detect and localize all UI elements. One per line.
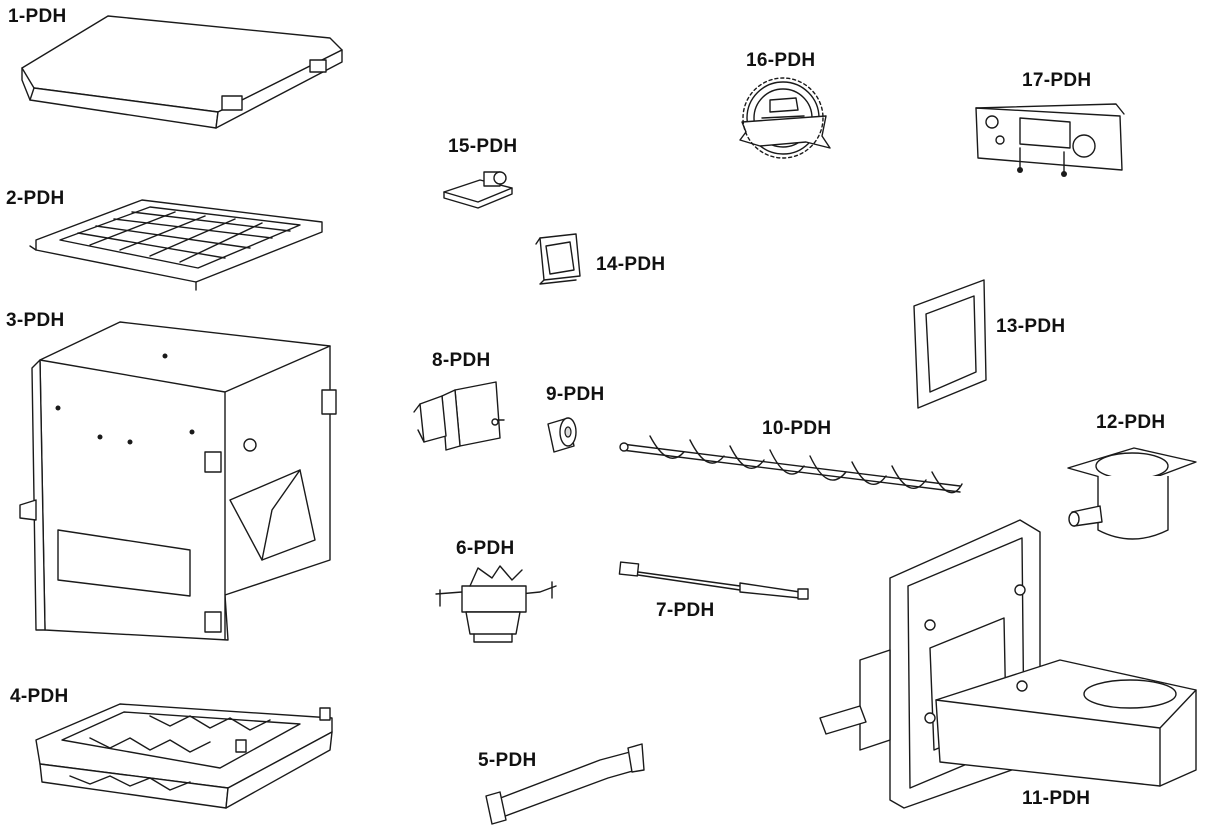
label-part-13: 13-PDH <box>996 316 1066 337</box>
part-16-badge <box>740 78 830 158</box>
part-11-burn-box <box>820 520 1196 808</box>
part-10-auger <box>620 436 962 493</box>
label-part-8: 8-PDH <box>432 350 491 371</box>
label-part-11: 11-PDH <box>1022 788 1091 809</box>
label-part-5: 5-PDH <box>478 750 537 771</box>
label-part-17: 17-PDH <box>1022 70 1092 91</box>
label-part-14: 14-PDH <box>596 254 666 275</box>
label-part-3: 3-PDH <box>6 310 65 331</box>
label-part-6: 6-PDH <box>456 538 515 559</box>
label-part-1: 1-PDH <box>8 6 67 27</box>
label-part-9: 9-PDH <box>546 384 605 405</box>
label-part-10: 10-PDH <box>762 418 832 439</box>
part-7-igniter-rod <box>619 562 808 599</box>
part-2-hopper-grate <box>30 200 322 290</box>
part-14-square-gasket <box>536 234 580 284</box>
part-5-bent-tube <box>486 744 644 824</box>
label-part-12: 12-PDH <box>1096 412 1166 433</box>
part-13-gasket <box>914 280 986 408</box>
part-9-bushing <box>548 418 576 452</box>
part-4-grease-basket <box>36 704 332 808</box>
label-part-7: 7-PDH <box>656 600 715 621</box>
part-1-hopper-lid <box>22 16 342 128</box>
part-3-hopper-box <box>20 322 336 640</box>
part-6-fan-assembly <box>436 566 556 642</box>
label-part-4: 4-PDH <box>10 686 69 707</box>
label-part-15: 15-PDH <box>448 136 518 157</box>
part-15-sensor-bracket <box>444 172 512 208</box>
label-part-16: 16-PDH <box>746 50 816 71</box>
part-8-auger-motor <box>414 382 504 450</box>
part-17-control-panel <box>976 104 1124 177</box>
label-part-2: 2-PDH <box>6 188 65 209</box>
part-12-burn-pot <box>1068 448 1196 539</box>
